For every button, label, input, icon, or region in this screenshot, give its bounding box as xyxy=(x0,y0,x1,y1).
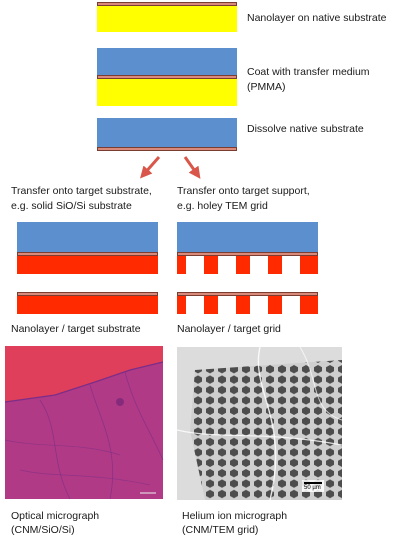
optical-caption-line2: (CNM/SiO/Si) xyxy=(11,524,75,536)
grid-bar xyxy=(177,256,186,274)
pmma-layer xyxy=(97,118,237,147)
grid-bar xyxy=(300,296,318,314)
grid-bar xyxy=(177,296,186,314)
right-branch-line1: Transfer onto target support, xyxy=(177,185,310,197)
right-transfer-stack xyxy=(177,222,318,274)
step2-label-line1: Coat with transfer medium xyxy=(247,66,370,78)
right-arrow xyxy=(183,156,201,179)
grid-bar xyxy=(268,256,282,274)
right-branch-line2: e.g. holey TEM grid xyxy=(177,200,268,212)
scale-bar-label: 50 µm xyxy=(304,485,321,491)
pmma-layer xyxy=(177,222,318,252)
pmma-layer xyxy=(17,222,158,252)
nanolayer xyxy=(177,252,318,256)
target-substrate xyxy=(17,296,158,314)
grid-bar xyxy=(268,296,282,314)
step1-label: Nanolayer on native substrate xyxy=(247,12,387,24)
nanolayer xyxy=(97,75,237,79)
native-substrate xyxy=(97,79,237,106)
grid-bar xyxy=(204,296,218,314)
step1-stack xyxy=(97,2,237,32)
native-substrate xyxy=(97,6,237,32)
nanolayer xyxy=(177,292,318,296)
left-branch-line1: Transfer onto target substrate, xyxy=(11,185,152,197)
helium-ion-micrograph xyxy=(176,346,343,501)
nanolayer xyxy=(17,252,158,256)
right-result-stack xyxy=(177,292,318,314)
helium-caption-line1: Helium ion micrograph xyxy=(182,510,288,522)
grid-bar xyxy=(300,256,318,274)
left-result-stack xyxy=(17,292,158,314)
optical-micrograph xyxy=(4,346,164,500)
grid-bar xyxy=(204,256,218,274)
left-arrow xyxy=(140,156,161,179)
step2-label-line2: (PMMA) xyxy=(247,81,286,93)
grid-bar xyxy=(236,256,250,274)
optical-caption-line1: Optical micrograph xyxy=(11,510,100,522)
nanolayer xyxy=(97,147,237,151)
grid-bar xyxy=(236,296,250,314)
helium-caption-line2: (CNM/TEM grid) xyxy=(182,524,259,536)
target-substrate xyxy=(17,256,158,274)
left-result-label: Nanolayer / target substrate xyxy=(11,323,141,335)
left-transfer-stack xyxy=(17,222,158,274)
step2-stack xyxy=(97,48,237,106)
step3-stack xyxy=(97,118,237,151)
nanolayer xyxy=(97,2,237,6)
left-branch-line2: e.g. solid SiO/Si substrate xyxy=(11,200,132,212)
step3-label: Dissolve native substrate xyxy=(247,123,364,135)
pmma-layer xyxy=(97,48,237,75)
right-result-label: Nanolayer / target grid xyxy=(177,323,281,335)
nanolayer xyxy=(17,292,158,296)
